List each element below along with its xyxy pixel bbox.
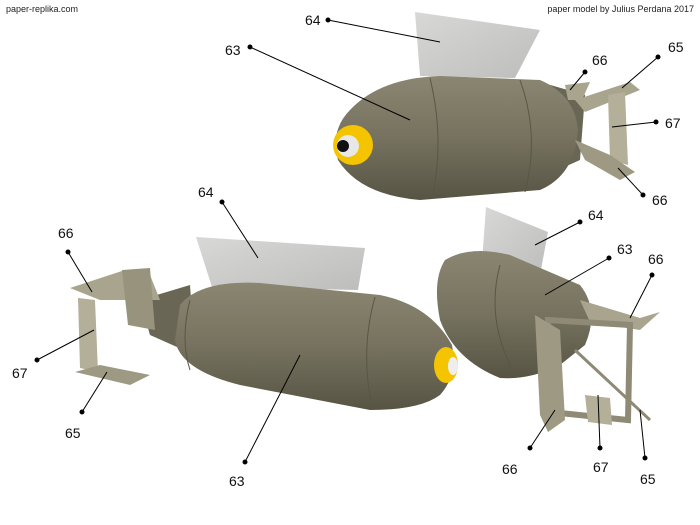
bomb-body <box>436 251 592 379</box>
label-66: 66 <box>648 251 664 267</box>
bomb-left-view <box>70 237 458 410</box>
bomb-rear-view <box>436 207 660 432</box>
tail-fin-67 <box>608 92 628 165</box>
tail-fin-65 <box>575 82 640 112</box>
label-63: 63 <box>225 42 241 58</box>
tail-fin-66-upper <box>565 82 590 100</box>
label-65: 65 <box>65 425 81 441</box>
site-name: paper-replika.com <box>6 4 79 14</box>
label-63: 63 <box>229 473 245 489</box>
label-63: 63 <box>617 241 633 257</box>
label-66: 66 <box>58 225 74 241</box>
tail-fin-65 <box>75 365 150 385</box>
callouts-right <box>527 219 655 461</box>
label-64: 64 <box>305 12 321 28</box>
bomb-body <box>175 282 454 410</box>
fin-sheet-64 <box>415 12 540 78</box>
callouts-top <box>247 17 661 198</box>
label-64: 64 <box>588 207 604 223</box>
label-66: 66 <box>652 192 668 208</box>
label-67: 67 <box>665 115 681 131</box>
bomb-body <box>335 76 578 200</box>
label-65: 65 <box>640 471 656 487</box>
callouts-left <box>34 199 301 465</box>
label-67: 67 <box>12 365 28 381</box>
tail-fin-67 <box>78 298 98 372</box>
tail-fin-66-lower <box>535 315 565 432</box>
label-64: 64 <box>198 184 214 200</box>
label-67: 67 <box>593 459 609 475</box>
label-66: 66 <box>592 52 608 68</box>
fin-sheet-64 <box>196 237 365 290</box>
label-66: 66 <box>502 461 518 477</box>
credit-text: paper model by Julius Perdana 2017 <box>547 4 694 14</box>
tail-fin-upper <box>122 268 155 330</box>
label-65: 65 <box>668 39 684 55</box>
